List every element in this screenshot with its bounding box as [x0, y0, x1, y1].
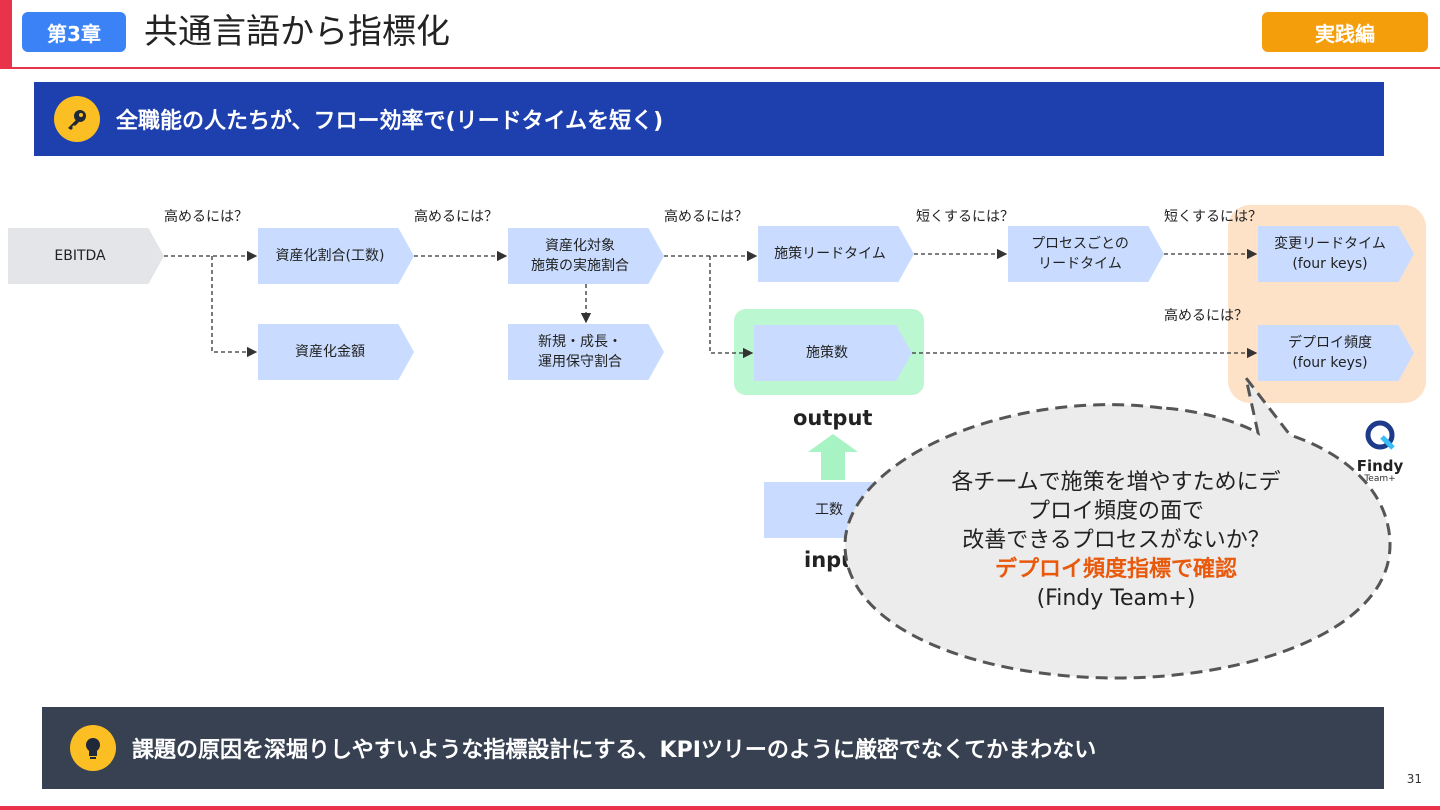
page-number: 31: [1406, 772, 1422, 786]
practice-badge: 実践編: [1262, 12, 1428, 52]
key-message-banner: 全職能の人たちが、フロー効率で(リードタイムを短く): [34, 82, 1384, 156]
node-capitalization-amount: 資産化金額: [258, 324, 414, 380]
output-up-arrow: [808, 434, 858, 480]
output-label: output: [793, 406, 873, 430]
page-title: 共通言語から指標化: [144, 12, 450, 52]
header-accent-bar: [0, 0, 12, 68]
chapter-badge: 第3章: [22, 12, 126, 52]
node-initiative-lead-time: 施策リードタイム: [758, 226, 914, 282]
callout-text: 各チームで施策を増やすためにデ プロイ頻度の面で 改善できるプロセスがないか？ …: [918, 468, 1314, 613]
node-deploy-frequency: デプロイ頻度 (four keys): [1258, 325, 1414, 381]
arrow-ebitda-to-amount: [211, 256, 258, 358]
question-label: 高めるには？: [164, 209, 248, 225]
question-label: 高めるには？: [1164, 308, 1248, 324]
node-change-lead-time: 変更リードタイム (four keys): [1258, 226, 1414, 282]
question-label: 短くするには？: [1164, 209, 1262, 225]
node-ebitda: EBITDA: [8, 228, 164, 284]
question-label: 短くするには？: [916, 209, 1014, 225]
node-process-lead-time: プロセスごとの リードタイム: [1008, 226, 1164, 282]
node-capitalization-ratio: 資産化割合(工数): [258, 228, 414, 284]
node-initiative-count: 施策数: [754, 325, 912, 381]
callout-highlight: デプロイ頻度指標で確認: [994, 557, 1237, 582]
findy-q-icon: [1365, 420, 1395, 450]
findy-logo: Findy Team+: [1350, 418, 1410, 488]
tip-text: 課題の原因を深堀りしやすいような指標設計にする、KPIツリーのように厳密でなくて…: [132, 738, 1097, 763]
key-icon: [54, 96, 100, 142]
question-label: 高めるには？: [664, 209, 748, 225]
lightbulb-icon: [70, 725, 116, 771]
node-capitalized-target: 資産化対象 施策の実施割合: [508, 228, 664, 284]
key-message-text: 全職能の人たちが、フロー効率で(リードタイムを短く): [116, 109, 664, 134]
tip-banner: 課題の原因を深堀りしやすいような指標設計にする、KPIツリーのように厳密でなくて…: [42, 707, 1384, 789]
footer-divider: [0, 806, 1440, 810]
node-new-growth-ops: 新規・成長・ 運用保守割合: [508, 324, 664, 380]
question-label: 高めるには？: [414, 209, 498, 225]
header-divider: [0, 67, 1440, 69]
